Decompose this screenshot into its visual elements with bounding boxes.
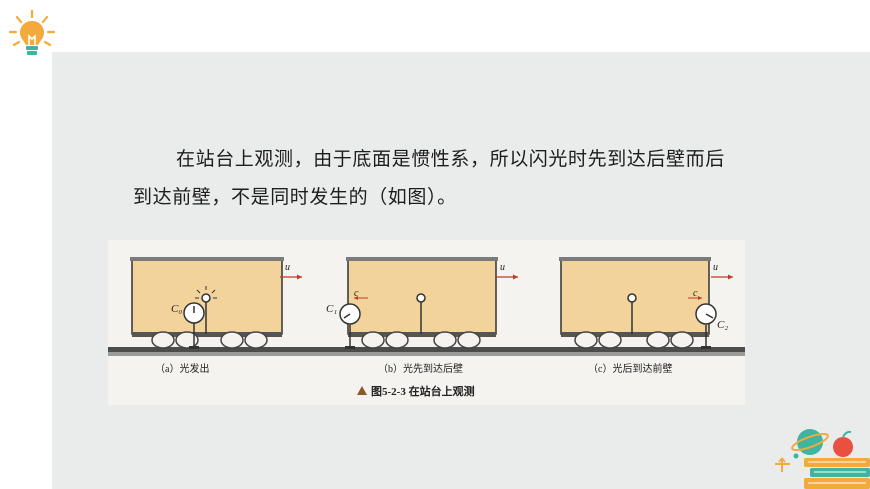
panel-a: C₀ u （a）光发出 — [130, 257, 302, 375]
light-label-c: c — [693, 288, 698, 299]
velocity-label-a: u — [285, 262, 290, 273]
triangle-marker-icon — [357, 386, 367, 395]
velocity-label-b: u — [500, 262, 505, 273]
light-flash-icon — [195, 286, 217, 299]
sub-label-c: （c）光后到达前壁 — [588, 362, 672, 375]
clock-label-b: C₁ — [326, 303, 337, 315]
body-paragraph: 在站台上观测，由于底面是惯性系，所以闪光时先到达后壁而后到达前壁，不是同时发生的… — [133, 148, 725, 208]
railcar-figure: C₀ u （a）光发出 C₁ c — [108, 240, 745, 405]
sub-label-a: （a）光发出 — [155, 362, 209, 375]
clock-label-c: C₂ — [717, 319, 728, 331]
panel-b: C₁ c u （b）光先到达后壁 — [326, 257, 518, 375]
light-label-b: c — [354, 288, 359, 299]
sub-label-b: （b）光先到达后壁 — [378, 362, 463, 375]
books-globe-apple-icon — [775, 429, 870, 489]
clock-label-a: C₀ — [171, 303, 182, 315]
lightbulb-icon — [8, 9, 56, 55]
panel-c: C₂ c u （c）光后到达前壁 — [559, 257, 733, 375]
figure-caption: 图5-2-3 在站台上观测 — [371, 384, 475, 398]
velocity-label-c: u — [713, 262, 718, 273]
